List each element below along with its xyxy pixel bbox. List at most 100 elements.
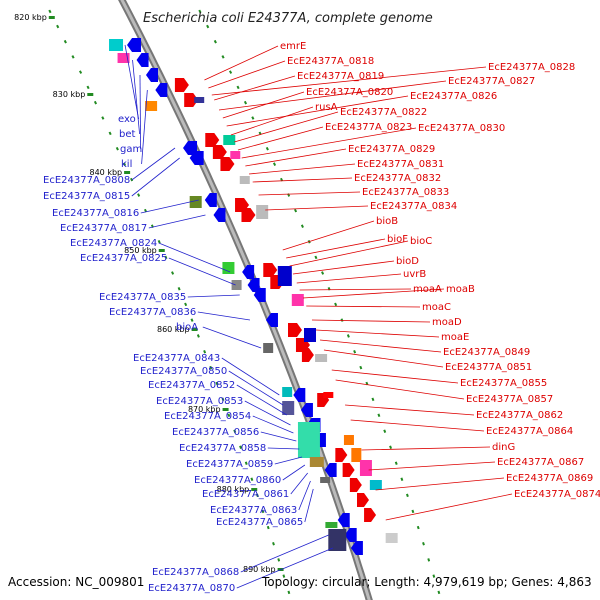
label-leader-line bbox=[296, 273, 402, 284]
gene-label-right: moaD bbox=[432, 317, 462, 328]
forward-gene-arrow bbox=[213, 208, 226, 222]
label-leader-line bbox=[245, 148, 347, 167]
tick-label: 820 kbp bbox=[14, 13, 47, 22]
reverse-gene-box bbox=[303, 328, 316, 342]
reverse-gene-arrow bbox=[184, 93, 199, 107]
tick-label: 840 kbp bbox=[90, 168, 123, 177]
reverse-gene-arrow bbox=[349, 478, 362, 492]
gene-label-right: EcE24377A_0827 bbox=[448, 76, 535, 87]
tick-mark bbox=[158, 249, 165, 252]
gene-label-left: EcE24377A_0856 bbox=[172, 427, 259, 438]
label-leader-line bbox=[323, 349, 444, 368]
tick-label: 890 kbp bbox=[243, 565, 276, 574]
label-leader-line bbox=[222, 91, 305, 119]
tick-label: 860 kbp bbox=[157, 325, 190, 334]
reverse-gene-box bbox=[239, 176, 250, 184]
label-leader-line bbox=[202, 326, 262, 349]
forward-gene-box bbox=[222, 262, 235, 274]
gene-label-left: EcE24377A_0853 bbox=[156, 396, 243, 407]
gene-label-right: bioB bbox=[376, 216, 398, 227]
gene-label-right: uvrB bbox=[403, 269, 426, 280]
tick-mark bbox=[222, 408, 229, 411]
gene-label-right: moaB bbox=[446, 284, 475, 295]
label-leader-line bbox=[230, 106, 314, 136]
tick-mark bbox=[251, 488, 258, 491]
gene-label-right: EcE24377A_0833 bbox=[362, 187, 449, 198]
forward-gene-box bbox=[117, 53, 130, 63]
reverse-gene-arrow bbox=[342, 463, 355, 477]
label-leader-line bbox=[385, 493, 513, 521]
label-leader-line bbox=[211, 66, 487, 96]
gene-label-right: EcE24377A_0849 bbox=[443, 347, 530, 358]
gene-label-right: EcE24377A_0857 bbox=[466, 394, 553, 405]
forward-gene-box bbox=[309, 457, 324, 467]
tick-label: 830 kbp bbox=[53, 90, 86, 99]
forward-gene-box bbox=[328, 529, 347, 551]
gene-label-left: EcE24377A_0824 bbox=[70, 238, 157, 249]
gene-label-right: EcE24377A_0855 bbox=[460, 378, 547, 389]
label-leader-line bbox=[304, 488, 314, 523]
forward-gene-arrow bbox=[300, 403, 313, 417]
reverse-gene-box bbox=[369, 480, 382, 490]
forward-gene-box bbox=[231, 280, 242, 290]
gene-label-left: exo bbox=[118, 114, 136, 125]
reverse-gene-arrow bbox=[174, 78, 189, 92]
reverse-gene-arrow bbox=[220, 157, 235, 171]
reverse-gene-arrow bbox=[335, 448, 348, 462]
forward-gene-arrow bbox=[136, 53, 149, 67]
gene-label-right: moaC bbox=[422, 302, 451, 313]
reverse-gene-box bbox=[385, 533, 398, 543]
label-leader-line bbox=[282, 464, 306, 481]
label-leader-line bbox=[187, 294, 240, 298]
gene-label-right: bioD bbox=[396, 256, 419, 267]
gene-label-right: EcE24377A_0820 bbox=[306, 87, 393, 98]
map-title: Escherichia coli E24377A, complete genom… bbox=[143, 11, 433, 26]
forward-gene-arrow bbox=[183, 141, 198, 155]
gene-label-right: EcE24377A_0832 bbox=[354, 173, 441, 184]
label-leader-line bbox=[274, 456, 303, 465]
label-leader-line bbox=[228, 370, 284, 406]
gene-label-left: EcE24377A_0815 bbox=[43, 191, 130, 202]
gene-label-right: rusA bbox=[315, 102, 338, 113]
gene-label-right: dinG bbox=[492, 442, 515, 453]
label-leader-line bbox=[319, 339, 442, 353]
gene-label-left: EcE24377A_0852 bbox=[148, 380, 235, 391]
forward-gene-arrow bbox=[189, 151, 204, 165]
label-leader-line bbox=[345, 404, 475, 416]
gene-label-left: EcE24377A_0850 bbox=[140, 366, 227, 377]
label-leader-line bbox=[124, 44, 139, 120]
reverse-gene-arrow bbox=[205, 133, 220, 147]
reverse-gene-box bbox=[277, 266, 292, 286]
label-leader-line bbox=[350, 419, 485, 432]
tick-label: 850 kbp bbox=[124, 246, 157, 255]
tick-mark bbox=[48, 16, 55, 19]
label-leader-line bbox=[240, 534, 329, 573]
reverse-gene-arrow bbox=[357, 493, 369, 507]
gene-label-left: EcE24377A_0859 bbox=[186, 459, 273, 470]
tick-mark bbox=[124, 171, 131, 174]
label-leader-line bbox=[267, 447, 300, 450]
label-leader-line bbox=[208, 60, 286, 89]
label-leader-line bbox=[292, 260, 395, 275]
reverse-gene-box bbox=[230, 151, 241, 159]
gene-label-left: EcE24377A_0854 bbox=[164, 411, 251, 422]
label-leader-line bbox=[141, 89, 148, 165]
gene-label-left: EcE24377A_0825 bbox=[80, 253, 167, 264]
label-leader-line bbox=[252, 177, 353, 183]
tick-label: 870 kbp bbox=[188, 405, 221, 414]
reverse-gene-box bbox=[359, 460, 372, 476]
label-leader-line bbox=[282, 220, 375, 251]
gene-label-right: EcE24377A_0830 bbox=[418, 123, 505, 134]
label-leader-line bbox=[221, 357, 280, 396]
gene-label-right: EcE24377A_0862 bbox=[476, 410, 563, 421]
label-leader-line bbox=[241, 127, 417, 159]
label-leader-line bbox=[361, 446, 491, 451]
label-leader-line bbox=[258, 191, 361, 196]
gene-label-left: EcE24377A_0808 bbox=[43, 175, 130, 186]
gene-label-right: EcE24377A_0829 bbox=[348, 144, 435, 155]
label-leader-line bbox=[197, 311, 251, 321]
forward-gene-box bbox=[145, 101, 158, 111]
forward-gene-arrow bbox=[127, 38, 142, 52]
label-leader-line bbox=[131, 147, 176, 181]
